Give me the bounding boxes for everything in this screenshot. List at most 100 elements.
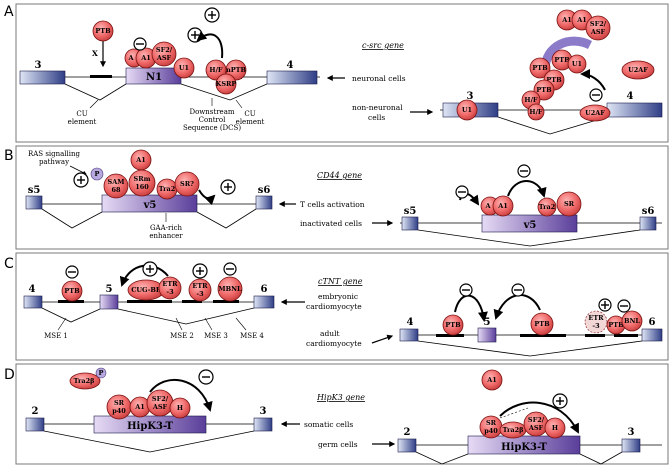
protein-mbnl [217, 276, 243, 302]
gene-name-csrc: c-src gene [362, 41, 404, 50]
protein-b-a1-label: A1 [135, 156, 146, 164]
splice-b-right [196, 208, 257, 229]
protein-u1-label: U1 [179, 64, 189, 72]
exon-s6 [255, 195, 273, 210]
protein-c-r-bnl [621, 310, 643, 332]
mse3-bar-right [585, 334, 605, 337]
non-neuronal-label-2: cells [368, 113, 385, 122]
phospho-p-label: P [95, 170, 100, 178]
exon-s5-label: s5 [28, 185, 41, 196]
protein-b-r-tra [537, 197, 557, 217]
protein-c-r-ptb1 [442, 314, 464, 336]
cu-right-label-2: element [236, 118, 265, 126]
protein-d-tra2b [69, 372, 101, 390]
protein-ksrp [215, 73, 237, 95]
exon-s5 [25, 195, 43, 210]
exon-s5-right-label: s5 [404, 206, 417, 217]
protein-d-sf2-label-1: SF2/ [152, 395, 169, 403]
protein-r-u1b-label: U1 [572, 60, 582, 68]
splice-c-right [117, 307, 255, 325]
exon-c5-right [477, 327, 497, 343]
b-activation-arrow [198, 189, 216, 206]
splice-b-left [41, 208, 103, 229]
protein-d-r-a1-label: A1 [486, 376, 497, 384]
block-x: X [92, 49, 98, 58]
mse1-bar-right [436, 334, 464, 337]
exon-3-right-label: 3 [467, 91, 474, 102]
exon-d2-label: 2 [32, 406, 39, 417]
protein-c-ptb-label: PTB [64, 287, 80, 295]
phospho-p-d-label: P [99, 369, 104, 377]
protein-etr3-a [158, 276, 182, 300]
exon-v5 [101, 194, 198, 213]
protein-sam68-label-2: 68 [111, 186, 121, 194]
mse2-pointer [175, 317, 183, 331]
protein-mbnl-label: MBNL [218, 285, 242, 293]
exon-4-right-label: 4 [627, 91, 634, 102]
exon-s6-label: s6 [258, 185, 271, 196]
gene-name-hipk3: HipK3 gene [316, 393, 365, 402]
exon-c6 [253, 295, 275, 309]
t-cells-label: T cells activation [300, 200, 365, 209]
ras-label-2: pathway [39, 158, 69, 166]
protein-c-r-ptb3-label: PTB [608, 321, 624, 329]
protein-b-r-sr [556, 191, 582, 217]
phospho-p-d [95, 367, 107, 379]
protein-d-srp40-label-2: p40 [112, 407, 126, 415]
cu-left-label-1: CU [76, 110, 87, 118]
protein-ksrp-label: KSRP [216, 80, 237, 88]
protein-c-r-etr3-label-1: ETR [588, 314, 604, 322]
protein-etr3-b-label-2: -3 [196, 290, 204, 298]
protein-r-sf2-label-1: SF2/ [590, 20, 607, 28]
protein-r-ptb4-label: PTB [536, 86, 552, 94]
protein-u1 [173, 57, 195, 79]
dcs-label-1: Downstream [189, 108, 234, 116]
splice-d-left [415, 451, 469, 465]
skip-splice-b [417, 229, 641, 247]
cu-left-pointer [89, 99, 99, 109]
exon-hipk3t-right-label: HipK3-T [501, 442, 547, 453]
skip-splice-c [417, 340, 643, 357]
protein-r-u2af [621, 60, 655, 80]
mse2-label: MSE 2 [170, 332, 194, 340]
panel-c-frame [15, 252, 669, 361]
phospho-p [90, 167, 104, 181]
exon-3 [19, 70, 66, 85]
exon-c6-label: 6 [261, 284, 268, 295]
exon-c4-right [399, 328, 419, 342]
protein-sf2asf [151, 41, 177, 67]
exon-s6-right [639, 216, 657, 231]
protein-r-ptb3-label: PTB [546, 76, 562, 84]
protein-srq [174, 171, 200, 197]
exon-d3-label: 3 [260, 406, 267, 417]
protein-b-r-tra-label: Tra2 [539, 203, 556, 211]
protein-srm160-label-1: SRm [134, 175, 151, 183]
protein-r-sf2-label-2: ASF [590, 28, 606, 36]
exon-v5-right-label: v5 [523, 220, 537, 231]
protein-sam68 [103, 173, 129, 199]
mse2-bar-right [520, 334, 566, 337]
exon-d3-right [621, 438, 641, 453]
cu-element-left-bar [90, 75, 112, 78]
neuronal-label: neuronal cells [352, 74, 406, 83]
mse1-bar [58, 300, 84, 303]
exon-n1-label: N1 [146, 72, 162, 83]
protein-r-hf-label: H/F [524, 96, 538, 104]
panel-b: B RAS signalling pathway s5 v5 s6 A1 P S… [4, 145, 669, 250]
germ-label: germ cells [318, 440, 358, 449]
splice-line-right [180, 83, 268, 101]
protein-sf2-label-1: SF2/ [156, 46, 173, 54]
panel-d: D 2 HipK3-T 3 Tra2β P SR p40 A1 SF2/ ASF… [4, 363, 669, 465]
gene-name-ctnt: cTNT gene [318, 277, 363, 286]
protein-d-r-a1 [481, 369, 503, 391]
protein-r-ptb4 [533, 79, 555, 101]
protein-d-r-srp40-label-2: p40 [484, 427, 498, 435]
protein-c-r-bnl-label: BNL [624, 317, 640, 325]
exon-d2-right [397, 438, 417, 453]
adult-arrow [371, 334, 394, 344]
exon-hipk3t [93, 415, 207, 434]
panel-a: A 3 N1 4 CU element CU element Downstrea… [4, 3, 669, 143]
protein-r-ptb2-label: PTB [532, 64, 548, 72]
protein-sam68-label-1: SAM [108, 178, 125, 186]
